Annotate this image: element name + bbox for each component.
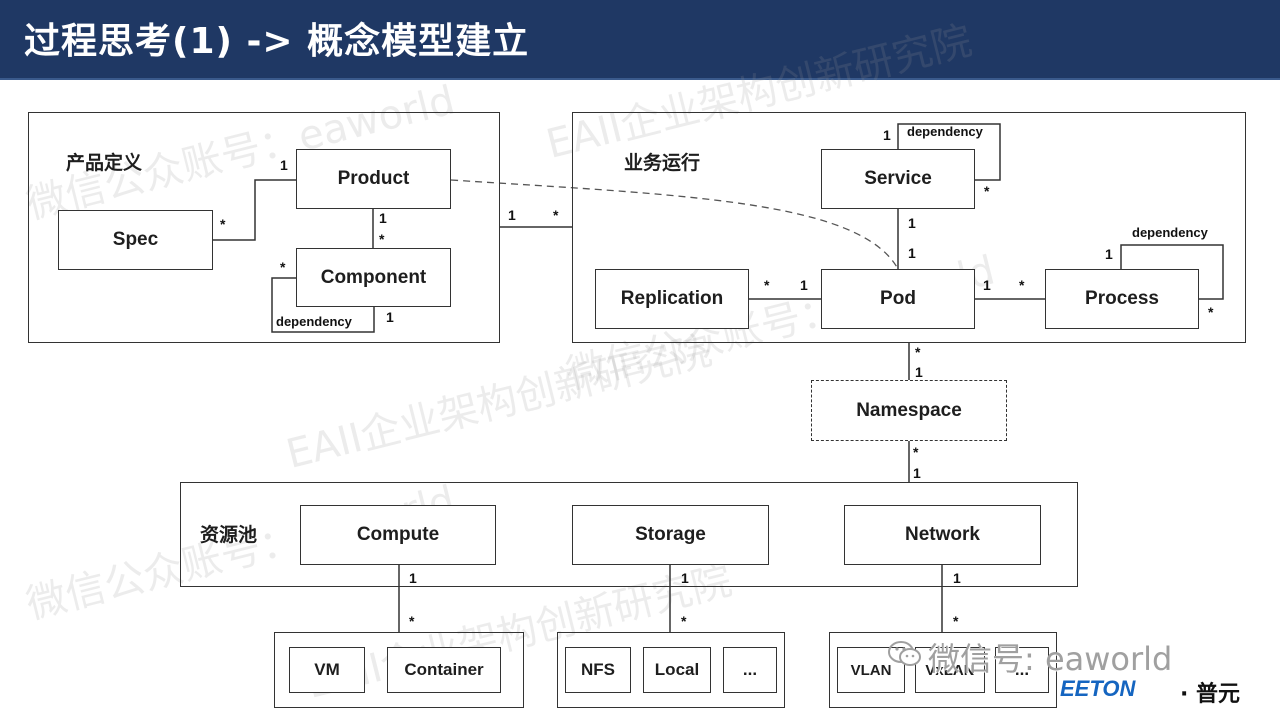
business-runtime-group bbox=[572, 112, 1246, 343]
dependency-label: dependency bbox=[1132, 225, 1208, 240]
multiplicity-label: 1 bbox=[1105, 246, 1113, 262]
product-definition-label: 产品定义 bbox=[66, 152, 143, 174]
multiplicity-label: * bbox=[984, 183, 990, 199]
multiplicity-label: 1 bbox=[953, 570, 961, 586]
compute-box: Compute bbox=[300, 505, 496, 565]
spec-box: Spec bbox=[58, 210, 213, 270]
multiplicity-label: 1 bbox=[280, 157, 288, 173]
vm-box: VM bbox=[289, 647, 365, 693]
multiplicity-label: * bbox=[681, 613, 687, 629]
multiplicity-label: * bbox=[915, 344, 921, 360]
container-box: Container bbox=[387, 647, 501, 693]
network-box: Network bbox=[844, 505, 1041, 565]
nfs-box: NFS bbox=[565, 647, 631, 693]
wechat-icon bbox=[888, 641, 921, 666]
multiplicity-label: * bbox=[409, 613, 415, 629]
multiplicity-label: * bbox=[1019, 277, 1025, 293]
multiplicity-label: * bbox=[913, 444, 919, 460]
multiplicity-label: * bbox=[1208, 304, 1214, 320]
multiplicity-label: * bbox=[553, 207, 559, 223]
multiplicity-label: * bbox=[764, 277, 770, 293]
wechat-id-watermark: 微信号: eaworld bbox=[928, 640, 1173, 678]
vlan-box: VLAN bbox=[837, 647, 905, 693]
multiplicity-label: * bbox=[379, 231, 385, 247]
multiplicity-label: 1 bbox=[913, 465, 921, 481]
resource-pool-label: 资源池 bbox=[200, 524, 258, 546]
multiplicity-label: 1 bbox=[800, 277, 808, 293]
storage-more-box: ... bbox=[723, 647, 777, 693]
vxlan-box: VxLAN bbox=[915, 647, 985, 693]
product-definition-group bbox=[28, 112, 500, 343]
namespace-box: Namespace bbox=[811, 380, 1007, 441]
multiplicity-label: * bbox=[220, 216, 226, 232]
product-box: Product bbox=[296, 149, 451, 209]
multiplicity-label: * bbox=[280, 259, 286, 275]
replication-box: Replication bbox=[595, 269, 749, 329]
dependency-label: dependency bbox=[276, 314, 352, 329]
storage-box: Storage bbox=[572, 505, 769, 565]
multiplicity-label: 1 bbox=[983, 277, 991, 293]
multiplicity-label: 1 bbox=[386, 309, 394, 325]
network-more-box: ... bbox=[995, 647, 1049, 693]
company-logo-cn: · 普元 bbox=[1180, 682, 1241, 707]
multiplicity-label: 1 bbox=[883, 127, 891, 143]
component-box: Component bbox=[296, 248, 451, 307]
service-box: Service bbox=[821, 149, 975, 209]
multiplicity-label: * bbox=[953, 613, 959, 629]
compute-types-group bbox=[274, 632, 524, 708]
business-runtime-label: 业务运行 bbox=[624, 152, 701, 174]
multiplicity-label: 1 bbox=[379, 210, 387, 226]
local-box: Local bbox=[643, 647, 711, 693]
company-logo: EETON bbox=[1060, 676, 1136, 701]
network-types-group bbox=[829, 632, 1057, 708]
process-box: Process bbox=[1045, 269, 1199, 329]
multiplicity-label: 1 bbox=[915, 364, 923, 380]
title-bar: 过程思考(1) -> 概念模型建立 bbox=[0, 0, 1280, 78]
slide-title: 过程思考(1) -> 概念模型建立 bbox=[24, 21, 530, 62]
multiplicity-label: 1 bbox=[908, 245, 916, 261]
multiplicity-label: 1 bbox=[908, 215, 916, 231]
multiplicity-label: 1 bbox=[681, 570, 689, 586]
resource-pool-group bbox=[180, 482, 1078, 587]
pod-box: Pod bbox=[821, 269, 975, 329]
dependency-label: dependency bbox=[907, 124, 983, 139]
multiplicity-label: 1 bbox=[409, 570, 417, 586]
multiplicity-label: 1 bbox=[508, 207, 516, 223]
storage-types-group bbox=[557, 632, 785, 708]
